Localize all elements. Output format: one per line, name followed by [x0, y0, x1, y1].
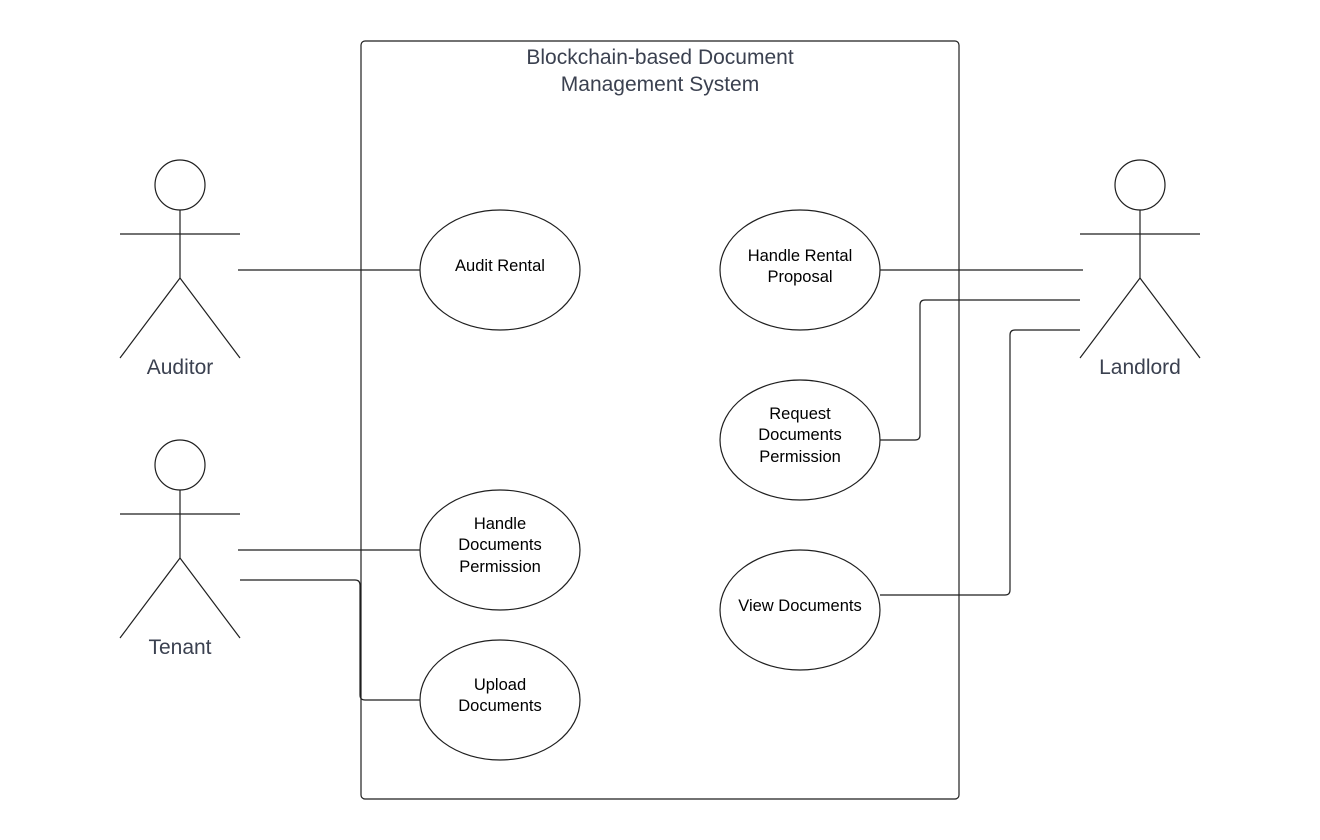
- actor-head-icon: [1114, 159, 1166, 211]
- use-case-label-request-documents-permission: Request Documents Permission: [720, 376, 880, 496]
- use-case-label-upload-documents: Upload Documents: [420, 636, 580, 756]
- association-landlord-request-documents-permission: [880, 299, 1080, 441]
- actor-head-icon: [154, 439, 206, 491]
- use-case-label-line: Documents: [458, 697, 542, 715]
- associations: [238, 269, 1083, 701]
- use-case-label-view-documents: View Documents: [720, 547, 880, 667]
- use-case-label-line: Permission: [759, 447, 841, 466]
- use-case-label-line: Audit Rental: [455, 257, 545, 276]
- use-case-label-line: View Documents: [738, 597, 862, 616]
- use-case-audit-rental: [419, 209, 581, 331]
- use-case-label-line: Handle: [473, 514, 527, 533]
- use-case-label-handle-documents-permission: Handle Documents Permission: [420, 486, 580, 606]
- use-case-label-handle-rental-proposal: Handle Rental Proposal: [720, 207, 880, 327]
- association-landlord-view-documents: [880, 329, 1080, 596]
- use-case-label-line: Proposal: [767, 268, 833, 286]
- system-title-line: Management System: [560, 73, 760, 96]
- use-case-upload-documents: [419, 639, 581, 761]
- use-case-label-line: Request: [769, 404, 831, 423]
- system-title-line: Blockchain-based Document: [526, 46, 794, 69]
- use-case-label-audit-rental: Audit Rental: [420, 207, 580, 327]
- actor-label-tenant: Tenant: [148, 636, 212, 659]
- actor-label-landlord: Landlord: [1099, 356, 1181, 379]
- use-case-label-line: Documents: [758, 426, 842, 445]
- use-case-label-line: Handle Rental: [747, 246, 853, 265]
- use-case-request-documents-permission: [719, 379, 881, 501]
- use-case-view-documents: [719, 549, 881, 671]
- actor-tenant: [119, 439, 241, 639]
- association-tenant-upload-documents: [240, 579, 420, 701]
- use-case-label-line: Documents: [458, 536, 542, 555]
- actor-auditor: [119, 159, 241, 359]
- use-case-handle-documents-permission: [419, 489, 581, 611]
- actor-head-icon: [154, 159, 206, 211]
- use-case-label-line: Permission: [459, 557, 541, 576]
- system-title: Blockchain-based Document Management Sys…: [361, 44, 959, 98]
- system-boundary: [360, 40, 960, 800]
- use-case-label-line: Upload: [473, 675, 527, 694]
- actor-landlord: [1079, 159, 1201, 359]
- actor-label-auditor: Auditor: [146, 356, 214, 379]
- use-case-handle-rental-proposal: [719, 209, 881, 331]
